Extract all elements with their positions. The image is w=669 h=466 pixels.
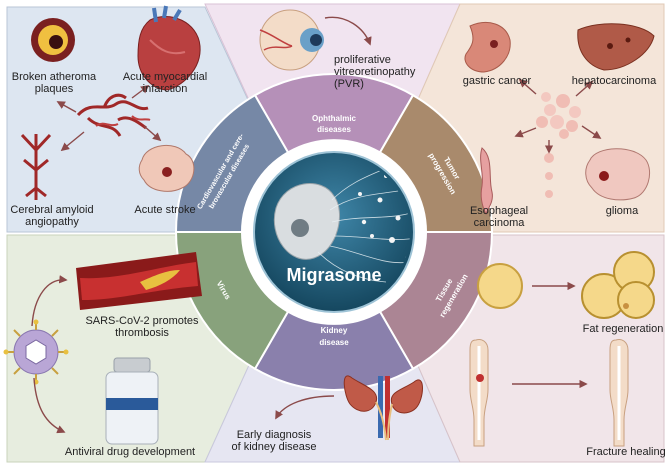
label-kidney-dx-2: of kidney disease (232, 441, 317, 453)
label-acute-mi-2: infarction (143, 83, 188, 95)
label-sars-1: SARS-CoV-2 promotes (85, 315, 199, 327)
blood-vessel-thrombus-icon (76, 252, 202, 310)
drug-vial-icon (105, 357, 159, 445)
cerebral-vessels-icon (20, 133, 52, 200)
migrating-cells (544, 153, 554, 198)
label-fracture: Fracture healing (586, 446, 666, 458)
migrasome-cell-illustration (273, 159, 410, 283)
kidneys-icon (343, 375, 423, 441)
virus-particle-icon (3, 319, 69, 385)
label-acute-mi-1: Acute myocardial (123, 71, 207, 83)
sector-label-ophthalmic-1: Ophthalmic (312, 114, 357, 123)
stomach-icon (464, 22, 511, 73)
eye-icon (259, 9, 324, 71)
center-label: Migrasome (286, 265, 381, 285)
label-sars-2: thrombosis (115, 327, 169, 339)
brain-tumor-icon (585, 148, 650, 201)
label-broken-atheroma-1: Broken atheroma (12, 71, 97, 83)
label-glioma: glioma (606, 205, 639, 217)
sector-label-ophthalmic-2: diseases (317, 125, 351, 134)
atheroma-icon (31, 18, 75, 62)
healed-leg-icon (609, 339, 629, 447)
fat-cell-icon (477, 263, 523, 309)
label-gastric-cancer: gastric cancer (463, 75, 532, 87)
label-cerebral-amyloid-2: angiopathy (25, 216, 79, 228)
label-cerebral-amyloid-1: Cerebral amyloid (10, 204, 93, 216)
tumor-section: gastric cancer hepatocarcinoma Esophagea… (463, 22, 657, 229)
sector-label-kidney-1: Kidney (321, 326, 348, 335)
label-broken-atheroma-2: plaques (35, 83, 74, 95)
label-hepatocarcinoma: hepatocarcinoma (572, 75, 657, 87)
label-esophageal-2: carcinoma (474, 217, 526, 229)
sector-label-kidney-2: disease (319, 338, 349, 347)
center-disc: Migrasome (248, 146, 420, 318)
fat-cells-cluster-icon (581, 251, 655, 319)
tissue-section: Fat regeneration Fracture healing (469, 251, 666, 458)
label-fat-regen: Fat regeneration (583, 323, 664, 335)
kidney-section: Early diagnosis of kidney disease (232, 375, 423, 453)
label-pvr-1: proliferative (334, 54, 391, 66)
label-antiviral: Antiviral drug development (65, 446, 195, 458)
liver-icon (577, 23, 655, 71)
esophagus-icon (480, 147, 493, 216)
fractured-leg-icon (469, 339, 489, 447)
label-kidney-dx-1: Early diagnosis (237, 429, 312, 441)
label-pvr-3: (PVR) (334, 78, 364, 90)
blood-vessel-network-icon (76, 93, 151, 137)
cardio-section: Broken atheroma plaques Acute myocardial… (10, 5, 207, 228)
brain-icon (138, 145, 195, 192)
heart-icon (137, 5, 201, 91)
label-acute-stroke: Acute stroke (134, 204, 195, 216)
label-pvr-2: vitreoretinopathy (334, 66, 416, 78)
virus-section: SARS-CoV-2 promotes thrombosis Antiviral… (3, 252, 202, 458)
ring (174, 73, 494, 391)
ophthalmic-section: proliferative vitreoretinopathy (PVR) (259, 9, 416, 90)
label-esophageal-1: Esophageal (470, 205, 528, 217)
tumor-cells-icon (536, 92, 581, 139)
